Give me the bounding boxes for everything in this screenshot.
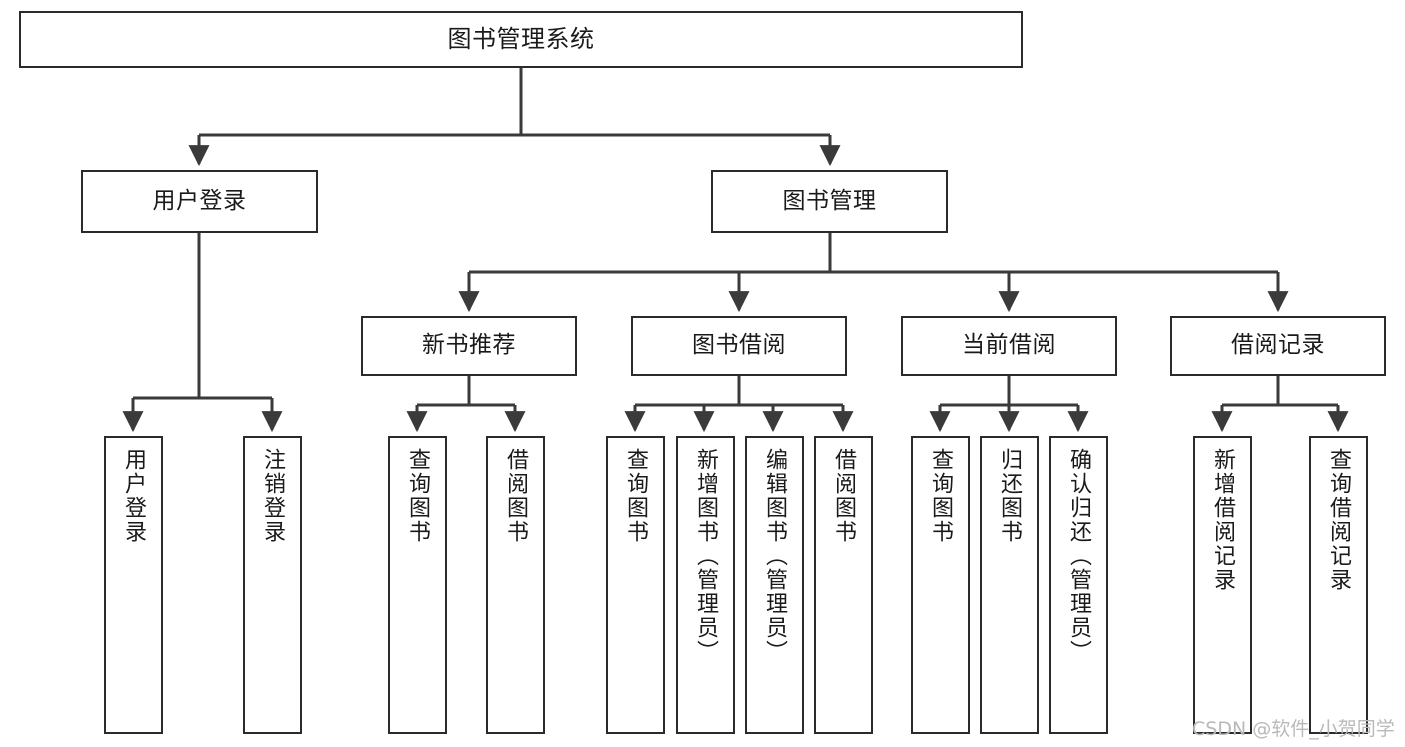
leaf-return-book[interactable]: 归还图书 — [980, 436, 1039, 734]
leaf-new-book-query[interactable]: 查询图书 — [388, 436, 447, 734]
node-label: 图书借阅 — [692, 332, 786, 359]
leaf-add-borrow-record[interactable]: 新增借阅记录 — [1193, 436, 1252, 734]
node-label: 查询图书 — [405, 448, 431, 544]
node-label: 新增图书（管理员） — [693, 448, 719, 664]
node-label: 借阅图书 — [831, 448, 857, 544]
node-label: 借阅记录 — [1231, 332, 1325, 359]
leaf-borrow-query-book[interactable]: 查询图书 — [606, 436, 665, 734]
node-label: 查询图书 — [928, 448, 954, 544]
csdn-watermark: CSDN @软件_小贺同学 — [1192, 718, 1395, 740]
leaf-user-login[interactable]: 用户登录 — [104, 436, 163, 734]
node-label: 编辑图书（管理员） — [762, 448, 788, 664]
node-label: 确认归还（管理员） — [1066, 448, 1092, 664]
node-label: 借阅图书 — [503, 448, 529, 544]
node-label: 注销登录 — [260, 448, 286, 544]
node-label: 归还图书 — [997, 448, 1023, 544]
node-book-management[interactable]: 图书管理 — [711, 170, 948, 233]
leaf-edit-book-admin[interactable]: 编辑图书（管理员） — [745, 436, 804, 734]
leaf-current-query-book[interactable]: 查询图书 — [911, 436, 970, 734]
node-label: 图书管理系统 — [447, 25, 595, 54]
node-user-login[interactable]: 用户登录 — [81, 170, 318, 233]
leaf-logout[interactable]: 注销登录 — [243, 436, 302, 734]
node-root-system[interactable]: 图书管理系统 — [19, 11, 1023, 68]
leaf-query-borrow-record[interactable]: 查询借阅记录 — [1309, 436, 1368, 734]
leaf-new-book-borrow[interactable]: 借阅图书 — [486, 436, 545, 734]
node-label: 当前借阅 — [962, 332, 1056, 359]
leaf-borrow-book[interactable]: 借阅图书 — [814, 436, 873, 734]
node-label: 图书管理 — [782, 187, 877, 214]
node-book-borrow[interactable]: 图书借阅 — [631, 316, 847, 376]
node-label: 查询借阅记录 — [1326, 448, 1352, 592]
node-label: 新增借阅记录 — [1210, 448, 1236, 592]
leaf-add-book-admin[interactable]: 新增图书（管理员） — [676, 436, 735, 734]
node-label: 新书推荐 — [422, 332, 516, 359]
node-label: 用户登录 — [152, 187, 247, 214]
node-new-book-recommend[interactable]: 新书推荐 — [361, 316, 577, 376]
node-borrow-record[interactable]: 借阅记录 — [1170, 316, 1386, 376]
node-label: 用户登录 — [121, 448, 147, 544]
node-label: 查询图书 — [623, 448, 649, 544]
leaf-confirm-return-admin[interactable]: 确认归还（管理员） — [1049, 436, 1108, 734]
node-current-borrow[interactable]: 当前借阅 — [901, 316, 1117, 376]
